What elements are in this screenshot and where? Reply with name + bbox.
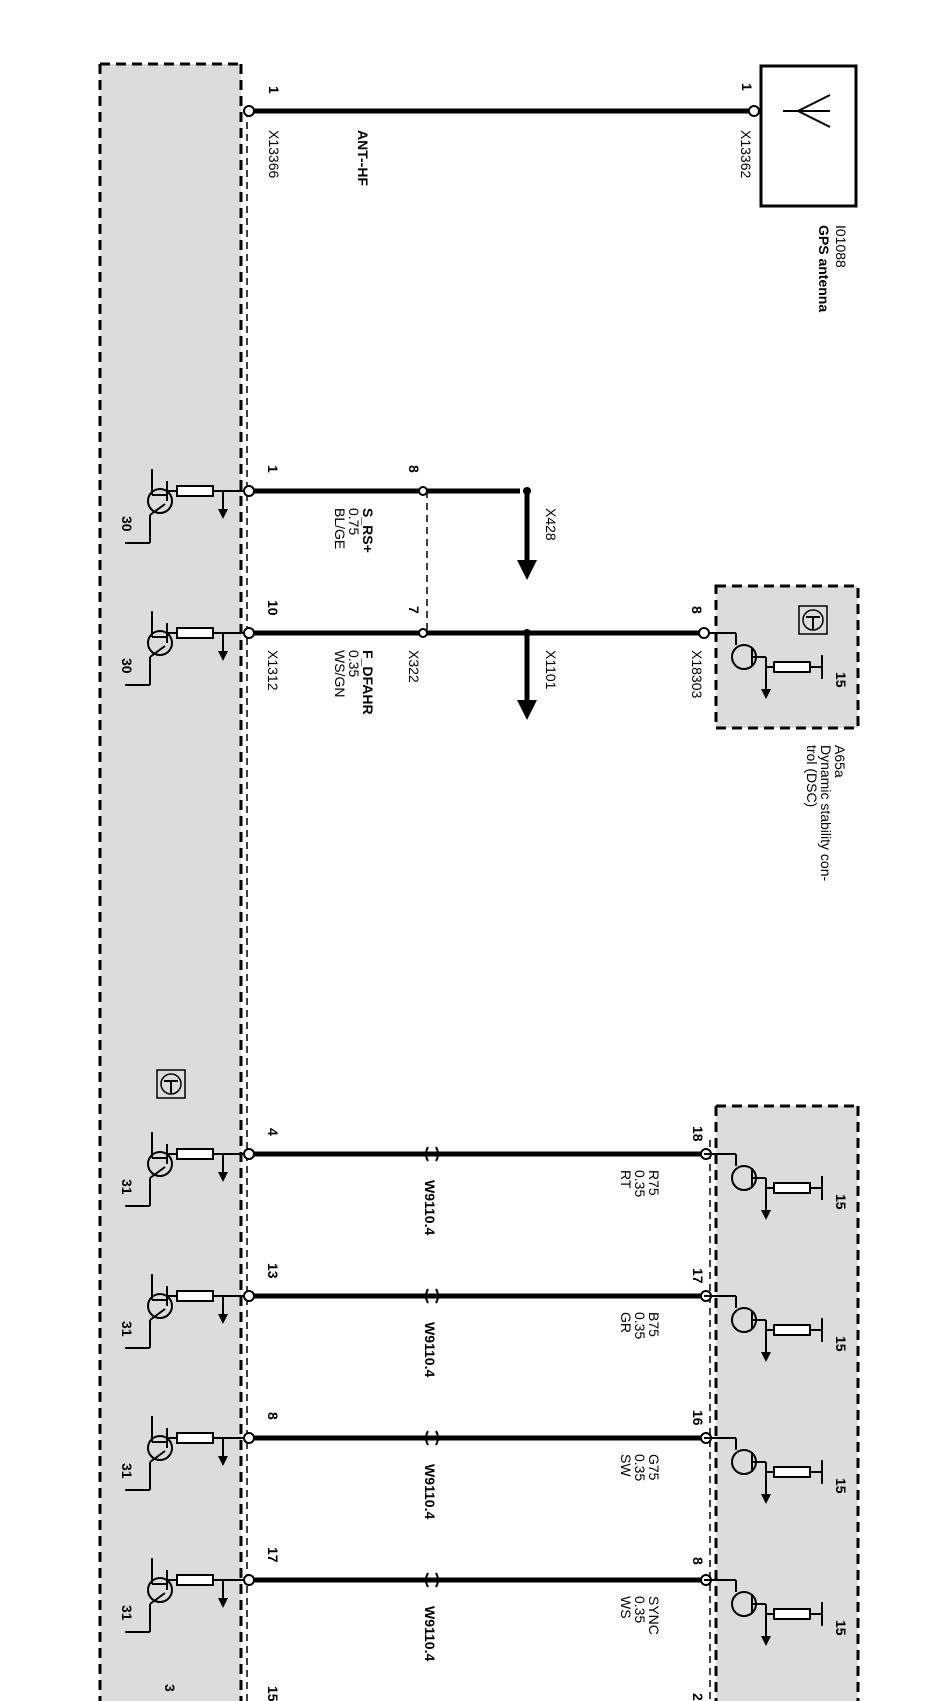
wire-f-dfahr-gauge: 0.35 [346, 650, 362, 677]
cu-pin-17: 17 [265, 1547, 281, 1563]
antenna-id: I01088 [833, 225, 849, 268]
wire-f-dfahr-color: WS/GN [332, 650, 348, 697]
lower-wires [247, 1151, 704, 1583]
lower-supply-2: 15 [833, 1336, 849, 1352]
cu-pin-4: 4 [265, 1128, 281, 1136]
branch-x1101-label: X1101 [543, 650, 559, 690]
ground-label-31a: 31 [119, 1179, 135, 1195]
dsc-supply: 15 [833, 672, 849, 688]
wire-sync-name: SYNC [646, 1596, 662, 1635]
lower-pin-16: 16 [690, 1410, 706, 1426]
cu-main-connector: X1312 [265, 650, 281, 691]
control-unit-module [98, 62, 248, 1701]
ground-label-30a: 30 [119, 516, 135, 532]
antenna-connector: X13362 [738, 130, 754, 178]
harness-label-2: W9110.4 [422, 1322, 438, 1377]
dsc-connector: X18303 [689, 650, 705, 698]
ground-label-31b: 31 [119, 1321, 135, 1337]
branch-x428-arrow [517, 487, 537, 580]
gps-antenna-box [759, 64, 858, 208]
lower-supply-3: 15 [833, 1478, 849, 1494]
wire-b75-gauge: 0.35 [632, 1312, 648, 1339]
wire-r75-color: RT [618, 1170, 634, 1189]
lower-pin-17: 17 [690, 1268, 706, 1284]
x322-pin-7: 7 [406, 606, 422, 614]
wire-b75-name: B75 [646, 1312, 662, 1337]
dsc-name-1: Dynamic stability con- [818, 745, 834, 881]
lower-pin-2: 2 [690, 1693, 706, 1701]
wire-sync-color: WS [618, 1596, 634, 1619]
antenna-signal-name: ANT--HF [355, 130, 371, 186]
cu-pin-15: 15 [265, 1686, 281, 1701]
wire-r75-name: R75 [646, 1170, 662, 1196]
x322-label: X322 [406, 650, 422, 683]
wire-r75-gauge: 0.35 [632, 1170, 648, 1197]
partial-label-3: 3 [162, 1684, 178, 1692]
branch-x428-label: X428 [543, 508, 559, 541]
lower-pin-8: 8 [690, 1557, 706, 1565]
dsc-id: A65a [832, 745, 848, 778]
cu-antenna-connector: X13366 [266, 130, 282, 178]
antenna-name: GPS antenna [816, 225, 832, 312]
x322-pin-8: 8 [406, 465, 422, 473]
ground-label-30b: 30 [119, 658, 135, 674]
harness-label-3: W9110.4 [422, 1464, 438, 1519]
wire-s-rs-color: BL/GE [332, 508, 348, 549]
wire-s-rs-gauge: 0.75 [346, 508, 362, 535]
wire-sync-gauge: 0.35 [632, 1596, 648, 1623]
wire-g75-color: SW [618, 1454, 634, 1477]
ground-label-31d: 31 [119, 1605, 135, 1621]
wire-s-rs-name: S_RS+ [360, 508, 376, 553]
cu-pin-8: 8 [265, 1412, 281, 1420]
dsc-name-2: trol (DSC) [804, 745, 820, 807]
lower-unit-module [709, 1104, 860, 1701]
cu-pin-10: 10 [265, 600, 281, 616]
lower-wire-terminals [243, 1148, 712, 1586]
wire-g75-name: G75 [646, 1454, 662, 1481]
dsc-module [714, 584, 860, 730]
wire-g75-gauge: 0.35 [632, 1454, 648, 1481]
harness-label-4: W9110.4 [422, 1606, 438, 1661]
cu-antenna-pin: 1 [266, 86, 282, 94]
cu-pin-13: 13 [265, 1263, 281, 1279]
dsc-pin: 8 [689, 606, 705, 614]
harness-label-1: W9110.4 [422, 1180, 438, 1235]
branch-x1101-arrow [517, 629, 537, 720]
cu-pin-1: 1 [265, 465, 281, 473]
harness-splice-marks [425, 1146, 439, 1588]
lower-supply-4: 15 [833, 1620, 849, 1636]
wire-f-dfahr-name: F_DFAHR [360, 650, 376, 715]
lower-supply-1: 15 [833, 1194, 849, 1210]
ground-label-31c: 31 [119, 1463, 135, 1479]
antenna-pin: 1 [739, 83, 755, 91]
wire-b75-color: GR [618, 1312, 634, 1333]
lower-pin-18: 18 [690, 1126, 706, 1142]
